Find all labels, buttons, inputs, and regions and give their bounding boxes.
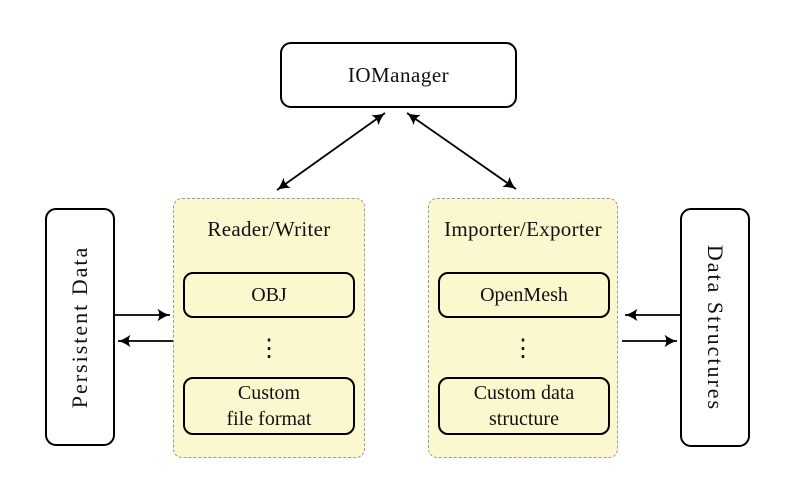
node-custom-data-structure: Custom data structure [438,377,610,435]
node-persistent-data: Persistent Data [45,208,115,446]
node-data-structures: Data Structures [680,208,750,447]
node-custom-data-structure-line2: structure [489,408,559,430]
node-iomanager-label: IOManager [347,62,450,87]
node-obj-label: OBJ [251,284,287,306]
arrow-iomanager-importerexporter [406,112,517,190]
node-custom-file-format-line1: Custom [237,382,301,404]
node-openmesh-label: OpenMesh [480,284,568,306]
node-iomanager: IOManager [280,42,517,108]
ellipsis-importer-exporter: ⋮ [511,336,535,362]
group-importer-exporter-title: Importer/Exporter [444,217,602,241]
ellipsis-reader-writer: ⋮ [257,336,281,362]
node-persistent-data-label: Persistent Data [67,245,92,409]
node-obj: OBJ [183,272,355,318]
group-reader-writer: Reader/Writer OBJ ⋮ Custom file format [173,198,365,458]
arrow-iomanager-readerwriter [276,112,386,191]
group-importer-exporter: Importer/Exporter OpenMesh ⋮ Custom data… [428,198,618,458]
node-data-structures-label: Data Structures [703,244,728,411]
node-custom-file-format-line2: file format [226,408,312,430]
node-custom-file-format: Custom file format [183,377,355,435]
node-custom-data-structure-line1: Custom data [473,382,575,404]
group-reader-writer-title: Reader/Writer [207,217,331,241]
node-openmesh: OpenMesh [438,272,610,318]
